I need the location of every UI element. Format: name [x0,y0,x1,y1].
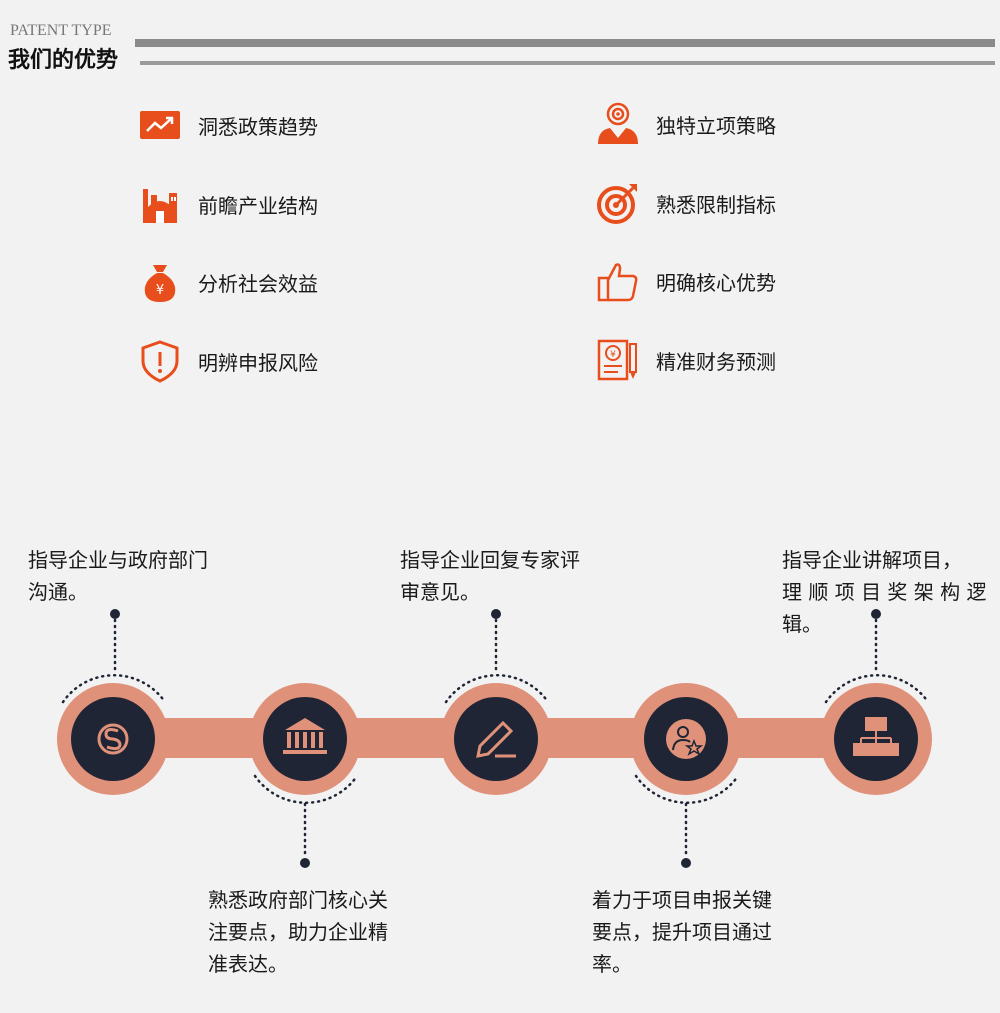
section-header: PATENT TYPE 我们的优势 [0,0,1000,80]
process-node [454,697,538,781]
note-line: 审意见。 [400,580,480,604]
advantage-item: 独特立项策略 [596,101,776,147]
money-bag-icon: ¥ [138,260,182,304]
section-subtitle: PATENT TYPE [10,22,112,39]
advantage-label: 独特立项策略 [656,113,776,138]
header-divider-top [135,39,995,47]
note-line: 指导企业与政府部门 [28,548,208,572]
factory-icon [138,182,182,226]
process-note-5: 指导企业讲解项目， 理 顺 项 目 奖 架 构 逻 辑。 [782,544,987,640]
note-line: 指导企业讲解项目， [782,548,962,572]
advantage-item: 前瞻产业结构 [138,181,318,227]
target-person-icon [596,102,640,146]
advantage-label: 前瞻产业结构 [198,193,318,218]
trend-chart-icon [138,103,182,147]
skype-icon [97,723,129,755]
advantage-item: ¥ 分析社会效益 [138,259,318,305]
thumbs-up-icon [596,259,640,303]
process-note-4: 着力于项目申报关键 要点，提升项目通过 率。 [592,884,772,980]
note-line: 沟通。 [28,580,88,604]
advantage-item: 明辨申报风险 [138,338,318,384]
note-line: 辑。 [782,612,822,636]
target-arrow-icon [596,181,640,225]
note-line: 理 顺 项 目 奖 架 构 逻 [782,580,987,604]
advantage-label: 明辨申报风险 [198,350,318,375]
note-line: 熟悉政府部门核心关 [208,888,388,912]
advantage-item: 熟悉限制指标 [596,180,776,226]
finance-document-icon: ¥ [596,338,640,382]
note-line: 指导企业回复专家评 [400,548,580,572]
advantage-label: 明确核心优势 [656,270,776,295]
advantage-label: 分析社会效益 [198,271,318,296]
svg-text:¥: ¥ [156,283,164,298]
advantage-label: 精准财务预测 [656,349,776,374]
note-line: 准表达。 [208,952,288,976]
advantage-label: 熟悉限制指标 [656,192,776,217]
process-note-2: 熟悉政府部门核心关 注要点，助力企业精 准表达。 [208,884,388,980]
note-line: 注要点，助力企业精 [208,920,388,944]
advantage-item: 明确核心优势 [596,258,776,304]
bank-building-icon [283,718,327,754]
advantage-label: 洞悉政策趋势 [198,114,318,139]
note-line: 率。 [592,952,632,976]
process-note-1: 指导企业与政府部门 沟通。 [28,544,208,608]
svg-text:¥: ¥ [610,350,616,360]
note-line: 着力于项目申报关键 [592,888,772,912]
shield-warning-icon [138,339,182,383]
org-chart-icon [853,717,899,756]
advantage-item: ¥ 精准财务预测 [596,337,776,383]
section-title: 我们的优势 [8,48,119,73]
note-line: 要点，提升项目通过 [592,920,772,944]
pencil-edit-icon [476,720,516,758]
process-note-3: 指导企业回复专家评 审意见。 [400,544,580,608]
advantage-item: 洞悉政策趋势 [138,102,318,148]
header-divider-bottom [140,61,995,65]
user-star-icon [666,719,706,759]
